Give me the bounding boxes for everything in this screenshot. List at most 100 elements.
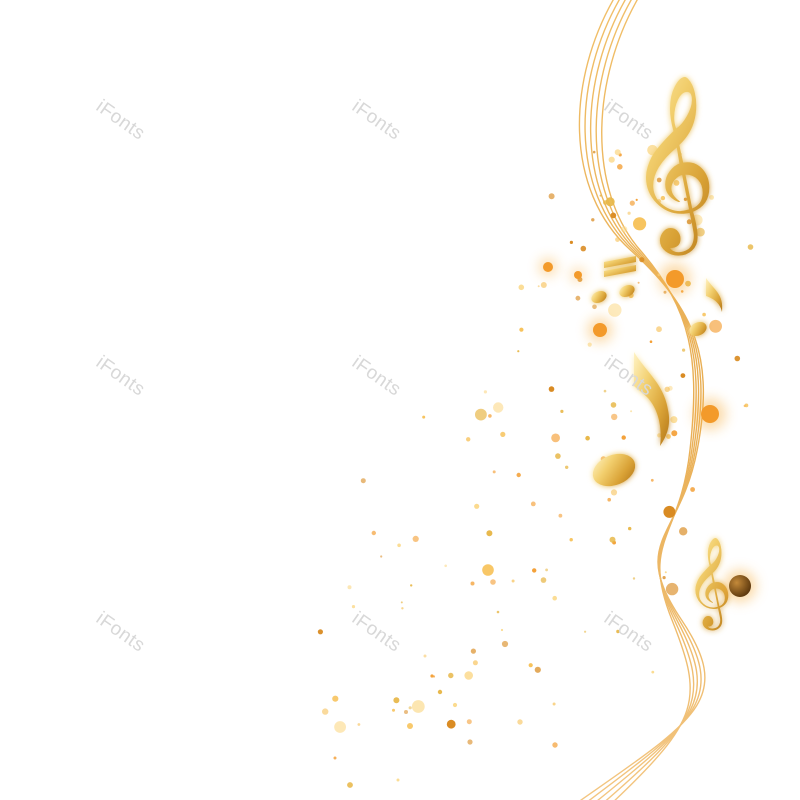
sparkle-dot <box>610 212 617 219</box>
sparkle-dot <box>408 706 412 710</box>
sparkle-dot <box>474 503 480 509</box>
sparkle-dot <box>452 702 458 708</box>
sparkle-dot <box>616 629 620 634</box>
sparkle-dot <box>552 702 556 706</box>
sparkle-dot <box>486 530 493 537</box>
sparkle-dot <box>500 628 504 632</box>
sparkle-dot <box>614 149 621 156</box>
sparkle-dot <box>492 470 496 474</box>
sparkle-dot <box>540 577 547 583</box>
sparkle-dot <box>617 164 623 170</box>
sparkle-dot <box>490 579 496 585</box>
sparkle-dot <box>663 230 669 237</box>
sparkle-dot <box>608 303 622 317</box>
sparkle-orb <box>543 262 553 272</box>
sparkle-dot <box>671 430 678 437</box>
sparkle-dot <box>467 739 473 745</box>
sparkle-dot <box>393 697 400 704</box>
sparkle-dot <box>628 526 632 531</box>
sparkle-dot <box>347 782 353 788</box>
sparkle-dot <box>396 778 400 782</box>
sparkle-dot <box>412 535 419 543</box>
sparkle-dot <box>666 434 671 439</box>
sparkle-dot <box>664 571 667 574</box>
sparkle-dot <box>371 530 376 536</box>
sparkle-dot <box>532 568 537 573</box>
sparkle-dot <box>734 355 741 362</box>
sparkle-dot <box>496 610 500 614</box>
sparkle-dot <box>501 640 509 648</box>
sparkle-dot <box>646 177 650 181</box>
sparkle-dot <box>585 435 590 441</box>
sparkle-dot <box>709 319 722 333</box>
sparkle-dot <box>517 350 520 353</box>
sparkle-dot <box>599 194 602 197</box>
sparkle-dot <box>470 648 476 654</box>
sparkle-dot <box>545 568 548 572</box>
sparkle-dot <box>683 197 688 201</box>
sparkle-dot <box>709 195 714 200</box>
sparkle-dot <box>500 431 506 437</box>
sparkle-dot <box>630 410 633 413</box>
sparkle-dot <box>603 200 608 205</box>
sparkle-dot <box>360 478 366 484</box>
sparkle-dot <box>528 663 533 668</box>
sparkle-dot <box>400 601 403 604</box>
sparkle-dot <box>392 708 395 712</box>
sparkle-dot <box>475 408 487 421</box>
sparkle-dot <box>679 527 688 536</box>
sparkle-dot <box>482 564 494 576</box>
sparkle-dot <box>422 415 426 419</box>
sparkle-dot <box>647 144 658 156</box>
sparkle-dot <box>686 219 692 225</box>
staff-line <box>589 0 700 800</box>
sparkle-dot <box>629 200 635 206</box>
sparkle-dot <box>653 162 657 166</box>
sparkle-dot <box>470 581 475 586</box>
sparkle-dot <box>548 193 555 200</box>
sparkle-dot <box>410 584 413 587</box>
sparkle-dot <box>558 513 563 518</box>
sparkle-dot <box>587 342 592 347</box>
sparkle-dot <box>333 756 337 760</box>
sparkle-dot <box>401 607 404 610</box>
sparkle-dot <box>565 465 569 469</box>
sparkle-dot <box>650 478 654 482</box>
sparkle-dot <box>679 152 682 156</box>
sparkle-dot <box>657 433 662 438</box>
sparkle-dot <box>605 197 615 207</box>
music-staff-lines <box>578 0 706 800</box>
sparkle-orb <box>666 270 684 288</box>
sparkle-dot <box>657 199 662 204</box>
sparkle-dot <box>466 719 472 725</box>
sparkle-orb <box>701 405 719 423</box>
sparkle-dot <box>651 670 655 674</box>
sparkle-dot <box>332 695 339 702</box>
staff-line <box>578 0 706 800</box>
sparkle-dot <box>397 543 401 548</box>
sparkle-dot <box>696 227 705 237</box>
sparkle-dot <box>610 402 617 408</box>
beamed-sixteenth-notes-icon <box>591 256 636 304</box>
sparkle-dot <box>615 237 620 243</box>
sparkle-dot <box>552 595 557 601</box>
sparkle-dot <box>483 390 487 394</box>
treble-clef-icon: 𝄞 <box>628 74 717 256</box>
sparkle-dot <box>608 156 615 163</box>
sparkle-dot <box>611 413 618 421</box>
sparkle-dot <box>357 723 361 726</box>
sparkle-dot <box>620 226 628 233</box>
sparkle-dot <box>660 195 666 201</box>
sparkle-dot <box>317 629 323 635</box>
sparkle-dot <box>322 708 329 715</box>
sparkle-dot <box>603 389 607 393</box>
sparkle-dot <box>519 327 524 332</box>
sparkle-dot <box>517 719 523 725</box>
sparkle-orb <box>593 323 607 337</box>
sparkle-dot <box>649 340 653 344</box>
svg-text:𝄞: 𝄞 <box>628 74 717 256</box>
sparkle-dot <box>407 723 413 729</box>
sparkle-dot <box>569 538 573 542</box>
sparkle-dot <box>516 472 521 478</box>
sparkle-dot <box>351 605 356 609</box>
